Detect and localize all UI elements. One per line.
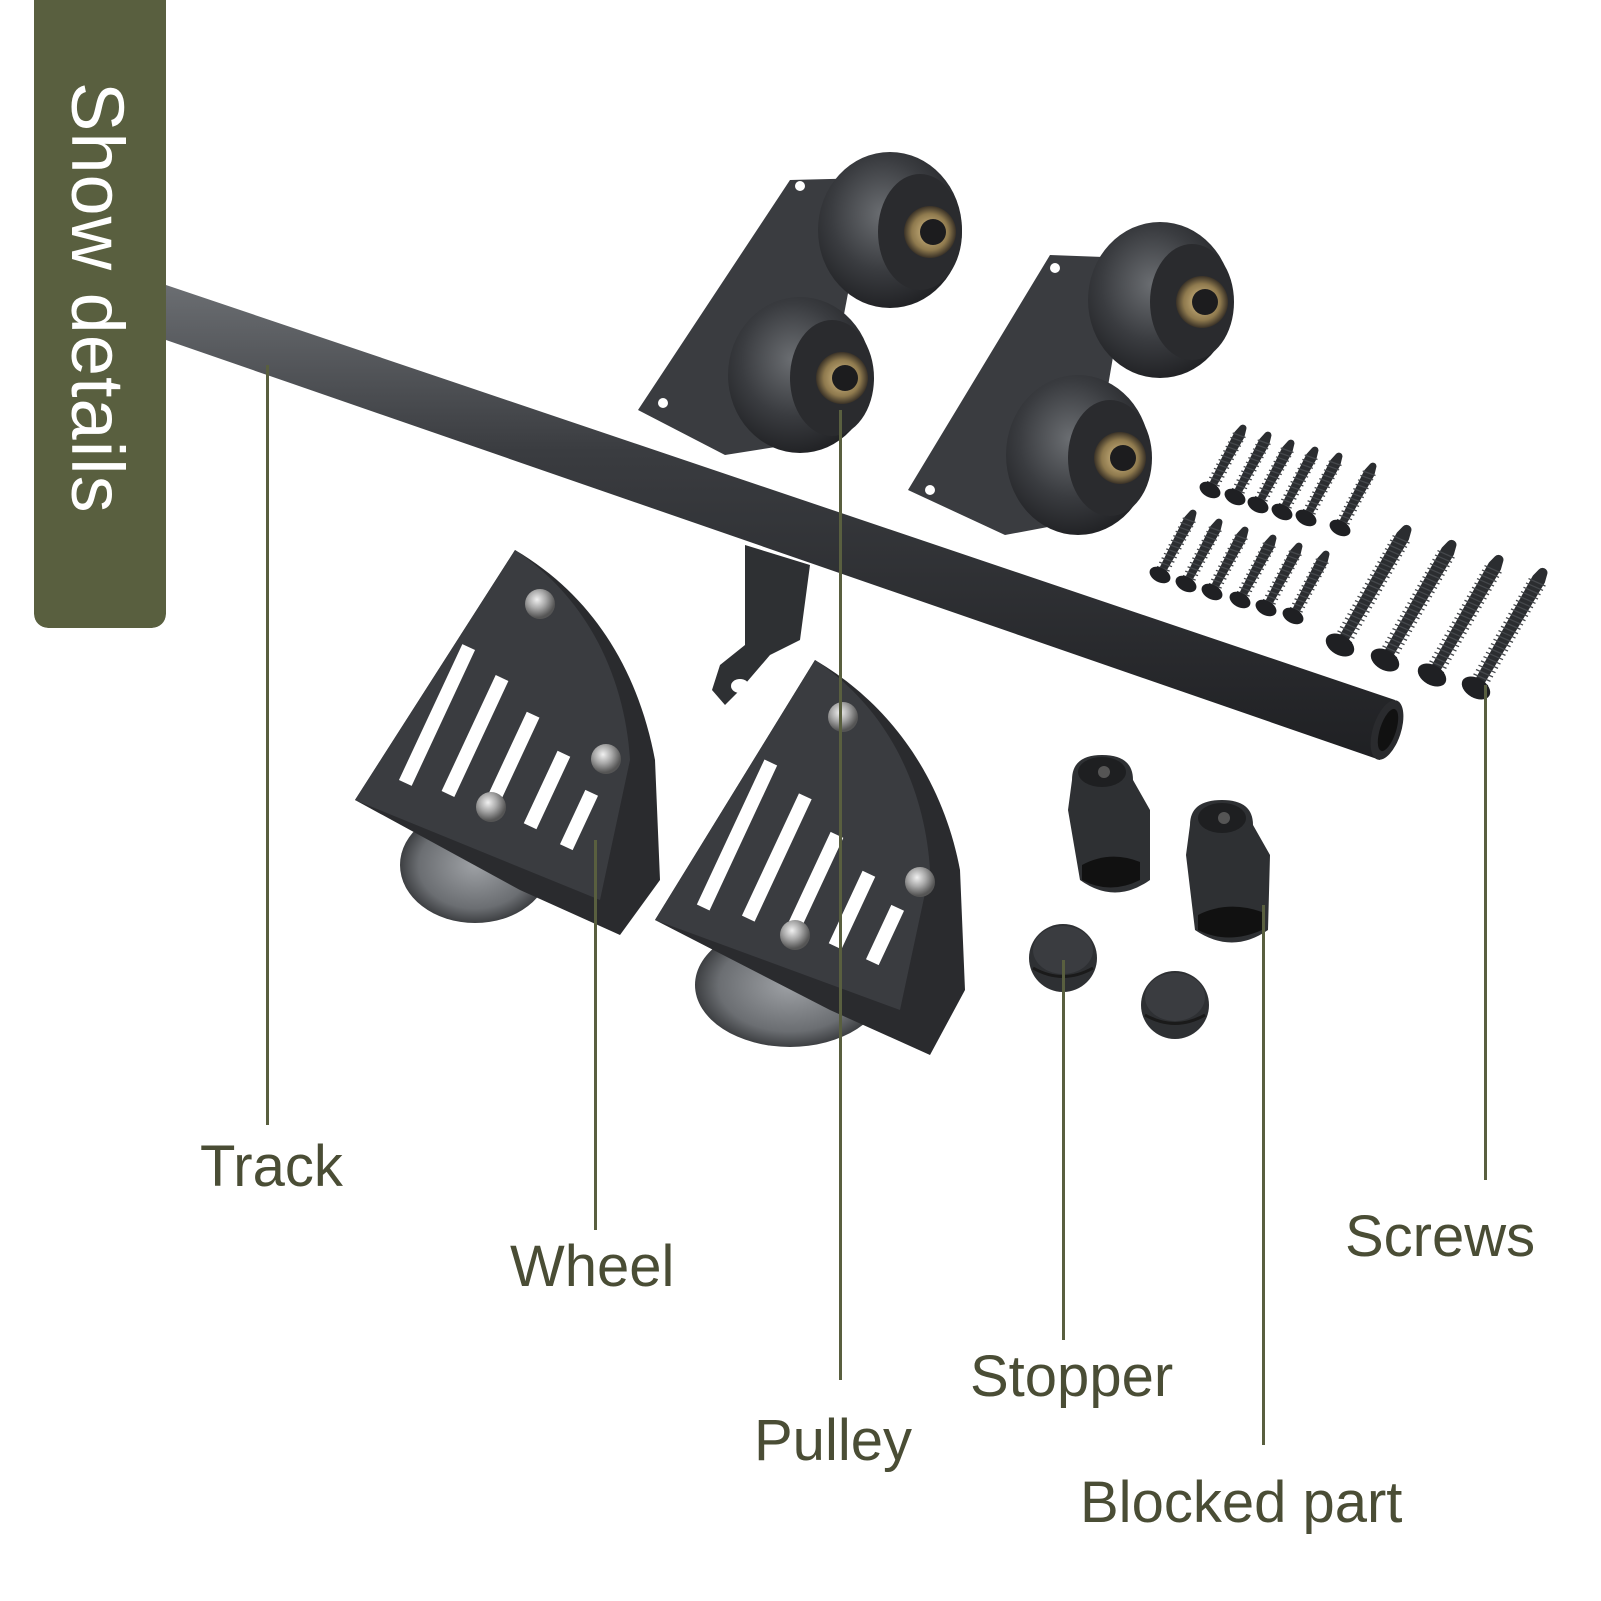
- side-tab: Show details: [34, 0, 166, 628]
- screw-image: [1149, 509, 1197, 584]
- stopper-cap-image: [1029, 924, 1097, 992]
- screw-image: [1271, 446, 1319, 521]
- screw-image: [1255, 542, 1303, 617]
- screw-image: [1224, 431, 1272, 506]
- wheel-hanger-image: [355, 550, 660, 935]
- screw-image: [1325, 524, 1548, 700]
- screw-image: [1329, 462, 1377, 537]
- stopper-leader-line: [1062, 960, 1065, 1340]
- screw-image: [1149, 424, 1377, 625]
- side-tab-background: [34, 0, 166, 628]
- blocked-part-image: [1186, 800, 1270, 943]
- wheel-label: Wheel: [510, 1234, 675, 1299]
- screw-image: [1199, 424, 1247, 499]
- screw-image: [1247, 439, 1295, 514]
- screw-image: [1229, 534, 1277, 609]
- track-label: Track: [200, 1134, 343, 1199]
- wheel-leader-line: [594, 840, 597, 1230]
- pulley-label: Pulley: [754, 1408, 912, 1473]
- screw-image: [1282, 550, 1330, 625]
- screws-label: Screws: [1345, 1204, 1536, 1269]
- blocked-part-label: Blocked part: [1080, 1470, 1403, 1535]
- screw-image: [1370, 539, 1457, 672]
- screw-image: [1295, 452, 1343, 527]
- pulley-leader-line: [839, 410, 842, 1380]
- stopper-label: Stopper: [970, 1344, 1174, 1409]
- stopper-cap-image: [1141, 971, 1209, 1039]
- screw-image: [1175, 518, 1223, 593]
- wheel-hanger-image: [655, 660, 965, 1055]
- blocked-part-image: [1068, 755, 1150, 893]
- pulley-roller-image: [638, 152, 962, 455]
- screw-image: [1417, 554, 1504, 687]
- blocked-part-leader-line: [1262, 905, 1265, 1445]
- screw-image: [1461, 567, 1548, 700]
- pulley-roller-image: [908, 222, 1234, 535]
- screw-image: [1325, 524, 1412, 657]
- track-rail-image: [166, 285, 1404, 760]
- screw-image: [1201, 526, 1249, 601]
- track-leader-line: [266, 365, 269, 1125]
- screws-leader-line: [1484, 685, 1487, 1180]
